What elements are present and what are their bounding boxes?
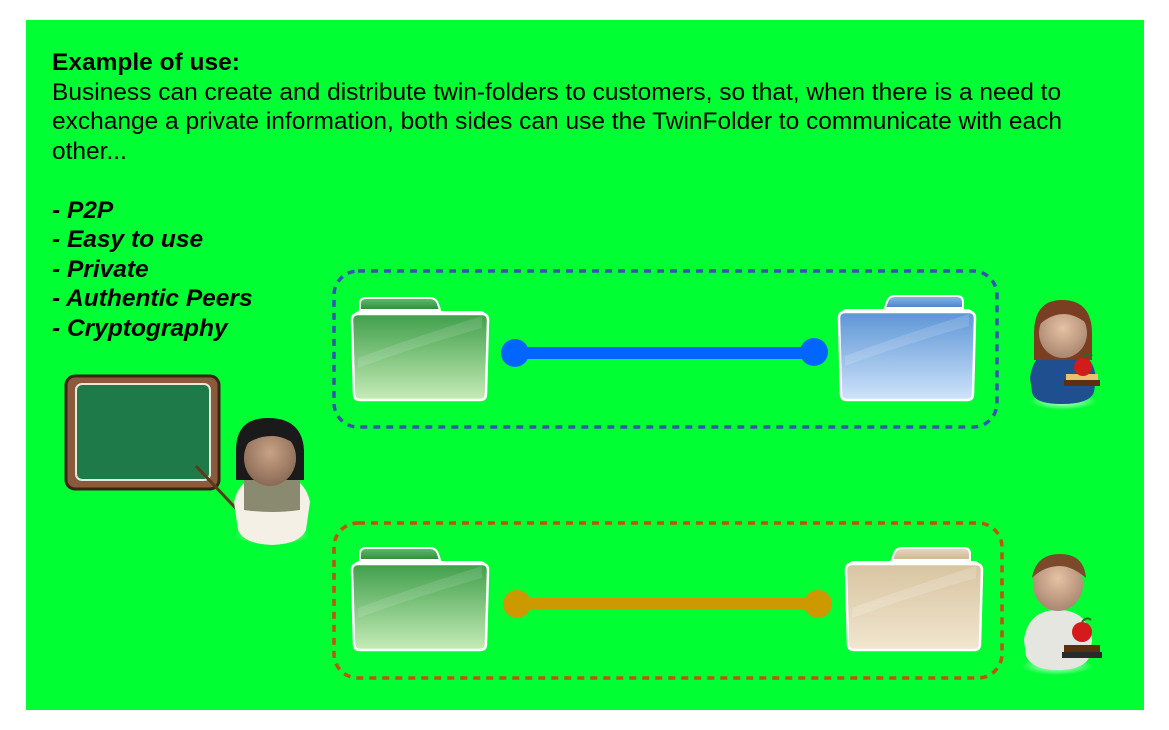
text-block: Example of use: Business can create and … bbox=[52, 48, 1132, 343]
heading: Example of use: bbox=[52, 49, 240, 76]
bottom-link bbox=[503, 590, 832, 618]
apple-books-icon bbox=[1064, 353, 1100, 386]
student-icon bbox=[1029, 300, 1097, 410]
teacher-icon bbox=[234, 418, 310, 545]
feature-list: - P2P - Easy to use - Private - Authenti… bbox=[52, 196, 1132, 344]
apple-books-icon bbox=[1062, 617, 1102, 658]
feature-item: - Authentic Peers bbox=[52, 285, 253, 312]
feature-item: - Easy to use bbox=[52, 226, 204, 253]
folder-icon bbox=[844, 547, 984, 652]
folder-icon bbox=[350, 297, 490, 402]
bottom-pair-frame bbox=[332, 521, 1004, 680]
folder-icon bbox=[350, 547, 490, 652]
folder-icon bbox=[837, 295, 977, 402]
feature-item: - P2P bbox=[52, 196, 114, 224]
body-text: Business can create and distribute twin-… bbox=[52, 78, 1063, 165]
top-link bbox=[501, 338, 828, 367]
top-pair-frame bbox=[332, 269, 999, 429]
feature-item: - Cryptography bbox=[52, 314, 228, 342]
feature-item: - Private bbox=[52, 255, 149, 283]
chalkboard-icon bbox=[64, 374, 221, 491]
